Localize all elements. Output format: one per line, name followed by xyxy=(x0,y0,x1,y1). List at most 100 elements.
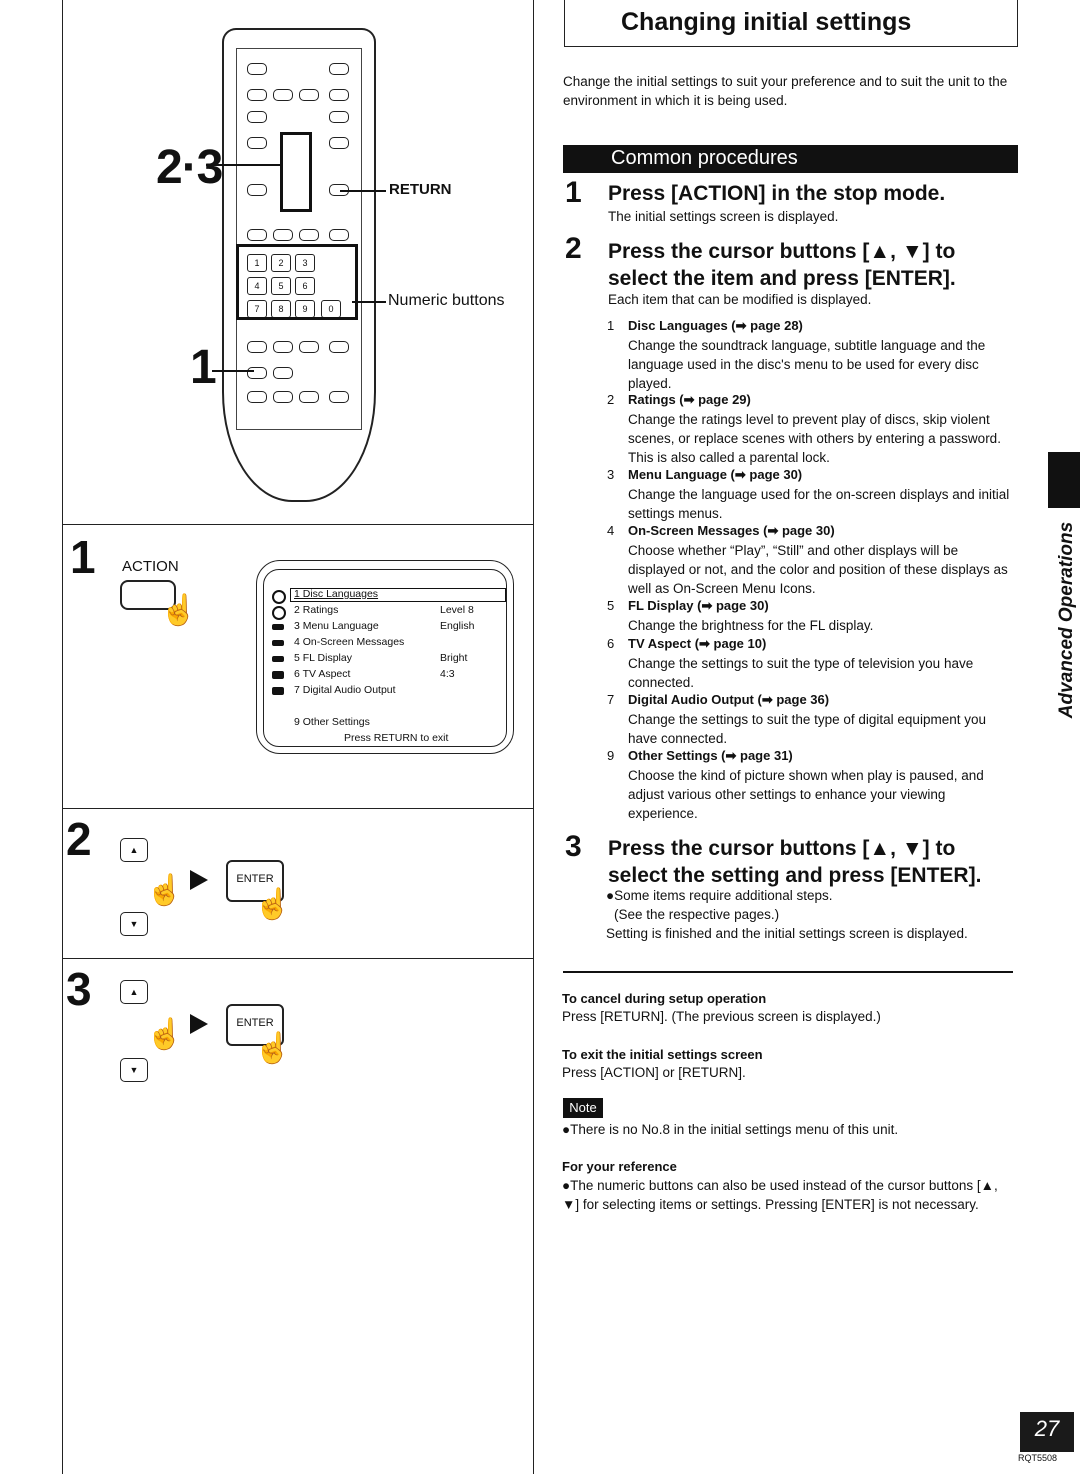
menu-item-value: English xyxy=(440,620,475,632)
return-label: RETURN xyxy=(389,181,452,198)
pointing-hand-icon: ☝ xyxy=(146,874,184,907)
remote-button xyxy=(247,184,267,196)
leader-line xyxy=(212,370,254,372)
menu-item-label: 3 Menu Language xyxy=(294,620,379,632)
remote-button xyxy=(273,391,293,403)
cancel-body: Press [RETURN]. (The previous screen is … xyxy=(562,1009,881,1024)
action-label: ACTION xyxy=(122,558,179,575)
remote-button xyxy=(247,367,267,379)
reference-heading: For your reference xyxy=(562,1159,677,1174)
item-heading: Other Settings (➡ page 31) xyxy=(628,748,793,763)
enter-button-icon: ENTER xyxy=(226,1004,284,1046)
menu-item-label: 7 Digital Audio Output xyxy=(294,684,396,696)
section-divider xyxy=(563,971,1013,973)
arrow-right-icon xyxy=(190,870,208,890)
cursor-buttons-highlight xyxy=(280,132,312,212)
numeric-key-icon: 5 xyxy=(271,277,291,295)
item-heading: TV Aspect (➡ page 10) xyxy=(628,636,767,651)
left-step-2-number: 2 xyxy=(66,813,92,865)
step-3-number: 3 xyxy=(565,830,582,863)
item-description: Choose the kind of picture shown when pl… xyxy=(628,768,984,821)
menu-item-label: 6 TV Aspect xyxy=(294,668,351,680)
remote-button xyxy=(299,89,319,101)
side-tab-text: Advanced Operations xyxy=(1056,521,1077,719)
item-heading: Ratings (➡ page 29) xyxy=(628,392,751,407)
leader-line xyxy=(352,301,386,303)
diagram-bottom-rule xyxy=(62,524,533,525)
up-button-icon: ▲ xyxy=(120,838,148,862)
section-header-bar: Common procedures xyxy=(563,145,1018,173)
pointing-hand-icon: ☝ xyxy=(254,1032,292,1065)
remote-button xyxy=(299,341,319,353)
enter-button-icon: ENTER xyxy=(226,860,284,902)
down-button-icon: ▼ xyxy=(120,912,148,936)
remote-face: 1 2 3 4 5 6 7 8 9 0 xyxy=(236,48,362,430)
disc-icon xyxy=(272,606,286,620)
step-2-heading: Press the cursor buttons [▲, ▼] to selec… xyxy=(608,240,956,290)
up-button-icon: ▲ xyxy=(120,980,148,1004)
remote-button xyxy=(329,137,349,149)
item-description: Choose whether “Play”, “Still” and other… xyxy=(628,543,1008,596)
item-heading: On-Screen Messages (➡ page 30) xyxy=(628,523,835,538)
item-number: 2 xyxy=(607,392,615,407)
item-number: 6 xyxy=(607,636,615,651)
leader-line xyxy=(206,164,280,166)
item-number: 4 xyxy=(607,523,615,538)
callout-steps-2-3: 2·3 xyxy=(156,141,223,194)
pointing-hand-icon: ☝ xyxy=(146,1018,184,1051)
display-icon xyxy=(272,640,284,646)
remote-button xyxy=(247,89,267,101)
page-title-box: Changing initial settings xyxy=(564,0,1018,47)
remote-button xyxy=(273,229,293,241)
item-description: Change the ratings level to prevent play… xyxy=(628,412,1001,465)
audio-icon xyxy=(272,687,284,695)
step-1-number: 1 xyxy=(565,176,582,209)
item-description: Change the soundtrack language, subtitle… xyxy=(628,338,986,391)
item-heading: Digital Audio Output (➡ page 36) xyxy=(628,692,830,707)
tv-icon xyxy=(272,671,284,679)
item-heading: FL Display (➡ page 30) xyxy=(628,598,769,613)
remote-button xyxy=(329,63,349,75)
disc-icon xyxy=(272,590,286,604)
item-number: 9 xyxy=(607,748,615,763)
cancel-heading: To cancel during setup operation xyxy=(562,991,767,1006)
document-code: RQT5508 xyxy=(1018,1453,1058,1463)
step-3-body: Setting is finished and the initial sett… xyxy=(606,926,968,941)
down-button-icon: ▼ xyxy=(120,1058,148,1082)
menu-item-label: 5 FL Display xyxy=(294,652,352,664)
menu-item-label: 1 Disc Languages xyxy=(294,588,379,600)
leader-line xyxy=(340,190,386,192)
remote-button xyxy=(247,229,267,241)
page-number: 27 xyxy=(1034,1416,1060,1441)
remote-button xyxy=(329,229,349,241)
numeric-key-icon: 4 xyxy=(247,277,267,295)
step-3-heading: Press the cursor buttons [▲, ▼] to selec… xyxy=(608,837,982,887)
initial-settings-menu: 1 Disc Languages 2 Ratings Level 8 3 Men… xyxy=(263,569,507,747)
menu-item-label: 2 Ratings xyxy=(294,604,339,616)
step-3-bullet-sub: (See the respective pages.) xyxy=(614,907,780,922)
remote-button xyxy=(299,229,319,241)
column-divider-line xyxy=(533,0,534,1474)
item-description: Change the settings to suit the type of … xyxy=(628,712,986,746)
step1-bottom-rule xyxy=(62,808,533,809)
note-badge: Note xyxy=(563,1098,603,1118)
side-tab-label: Advanced Operations xyxy=(1052,520,1080,720)
callout-step-1: 1 xyxy=(190,341,217,394)
display-icon xyxy=(272,624,284,630)
step-1-heading: Press [ACTION] in the stop mode. xyxy=(608,182,946,205)
menu-item-value: Bright xyxy=(440,652,468,664)
menu-selection-highlight xyxy=(290,588,506,602)
numeric-buttons-label: Numeric buttons xyxy=(388,292,505,309)
remote-button xyxy=(329,391,349,403)
numeric-buttons-highlight xyxy=(236,244,358,320)
action-button-remote xyxy=(247,391,267,403)
left-step-3-number: 3 xyxy=(66,963,92,1015)
numeric-key-icon: 1 xyxy=(247,254,267,272)
menu-item-value: Level 8 xyxy=(440,604,474,616)
exit-body: Press [ACTION] or [RETURN]. xyxy=(562,1065,746,1080)
step-1-body: The initial settings screen is displayed… xyxy=(608,209,839,224)
step-2-number: 2 xyxy=(565,232,582,265)
action-button-icon xyxy=(120,580,176,610)
left-border-line xyxy=(62,0,63,1474)
left-step-1-number: 1 xyxy=(70,531,96,583)
